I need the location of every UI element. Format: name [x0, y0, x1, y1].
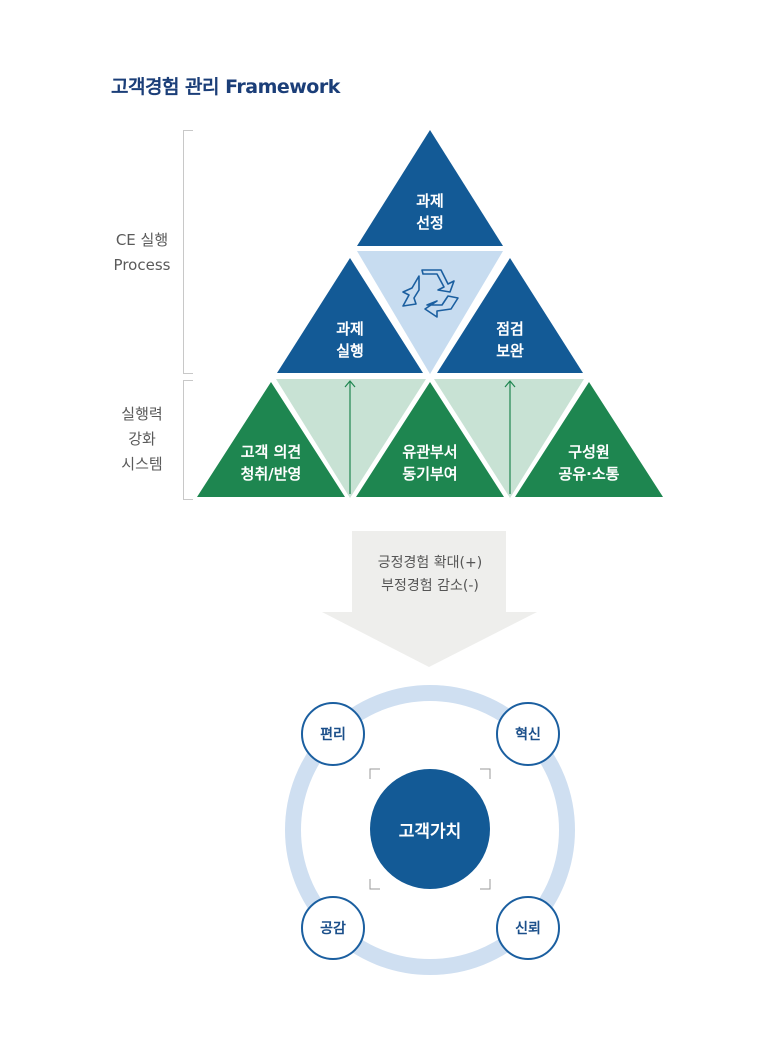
ce-process-label-line2: Process: [113, 256, 171, 274]
label-mid-right-line2: 보완: [496, 342, 524, 360]
left-inverted-triangle: [276, 379, 426, 498]
node-trust: 신뢰: [496, 896, 560, 960]
label-bottom-left: 고객 의견 청취/반영: [211, 441, 331, 485]
label-bottom-right-line1: 구성원: [568, 443, 610, 461]
label-top-line2: 선정: [416, 214, 444, 232]
center-circle: [370, 769, 490, 889]
label-bottom-left-line2: 청취/반영: [240, 465, 302, 483]
triangle-bottom-left: [197, 382, 345, 497]
strengthen-label-line3: 시스템: [121, 455, 163, 473]
right-inverted-triangle: [434, 379, 584, 498]
label-mid-left-line2: 실행: [336, 342, 364, 360]
label-bottom-center-line2: 동기부여: [402, 465, 458, 483]
label-mid-left: 과제 실행: [290, 318, 410, 362]
triangle-top: [357, 130, 503, 246]
triangle-mid-right: [437, 258, 583, 373]
arrow-caption-line1: 긍정경험 확대(+): [377, 555, 483, 571]
label-bottom-center: 유관부서 동기부여: [370, 441, 490, 485]
label-bottom-right-line2: 공유·소통: [558, 465, 620, 483]
label-mid-left-line1: 과제: [336, 320, 364, 338]
label-mid-right-line1: 점검: [496, 320, 524, 338]
right-up-arrowhead: [504, 380, 516, 388]
triangle-mid-left: [277, 258, 423, 373]
triangle-bottom-right: [515, 382, 663, 497]
node-innovation: 혁신: [496, 702, 560, 766]
strengthen-bracket: [183, 380, 193, 500]
label-bottom-left-line1: 고객 의견: [240, 443, 302, 461]
strengthen-label-line2: 강화: [128, 430, 156, 448]
arrow-caption-line2: 부정경험 감소(-): [381, 578, 479, 594]
left-up-arrowhead: [344, 380, 356, 388]
down-arrow: [322, 531, 537, 667]
label-mid-right: 점검 보완: [450, 318, 570, 362]
node-convenience: 편리: [301, 702, 365, 766]
ce-process-label: CE 실행 Process: [100, 228, 184, 278]
page-title: 고객경험 관리 Framework: [111, 76, 340, 98]
strengthen-label: 실행력 강화 시스템: [100, 402, 184, 477]
recycle-icon: [402, 269, 459, 318]
triangle-bottom-center: [356, 382, 504, 497]
label-top: 과제 선정: [370, 190, 490, 234]
label-bottom-right: 구성원 공유·소통: [529, 441, 649, 485]
ce-process-bracket: [183, 130, 193, 374]
arrow-caption: 긍정경험 확대(+) 부정경험 감소(-): [330, 552, 530, 598]
ce-process-label-line1: CE 실행: [115, 231, 169, 249]
center-value-label: 고객가치: [398, 822, 462, 842]
strengthen-label-line1: 실행력: [121, 405, 163, 423]
value-ring: [285, 685, 575, 975]
center-frame: [369, 768, 491, 890]
label-bottom-center-line1: 유관부서: [402, 443, 458, 461]
label-top-line1: 과제: [416, 192, 444, 210]
node-empathy: 공감: [301, 896, 365, 960]
